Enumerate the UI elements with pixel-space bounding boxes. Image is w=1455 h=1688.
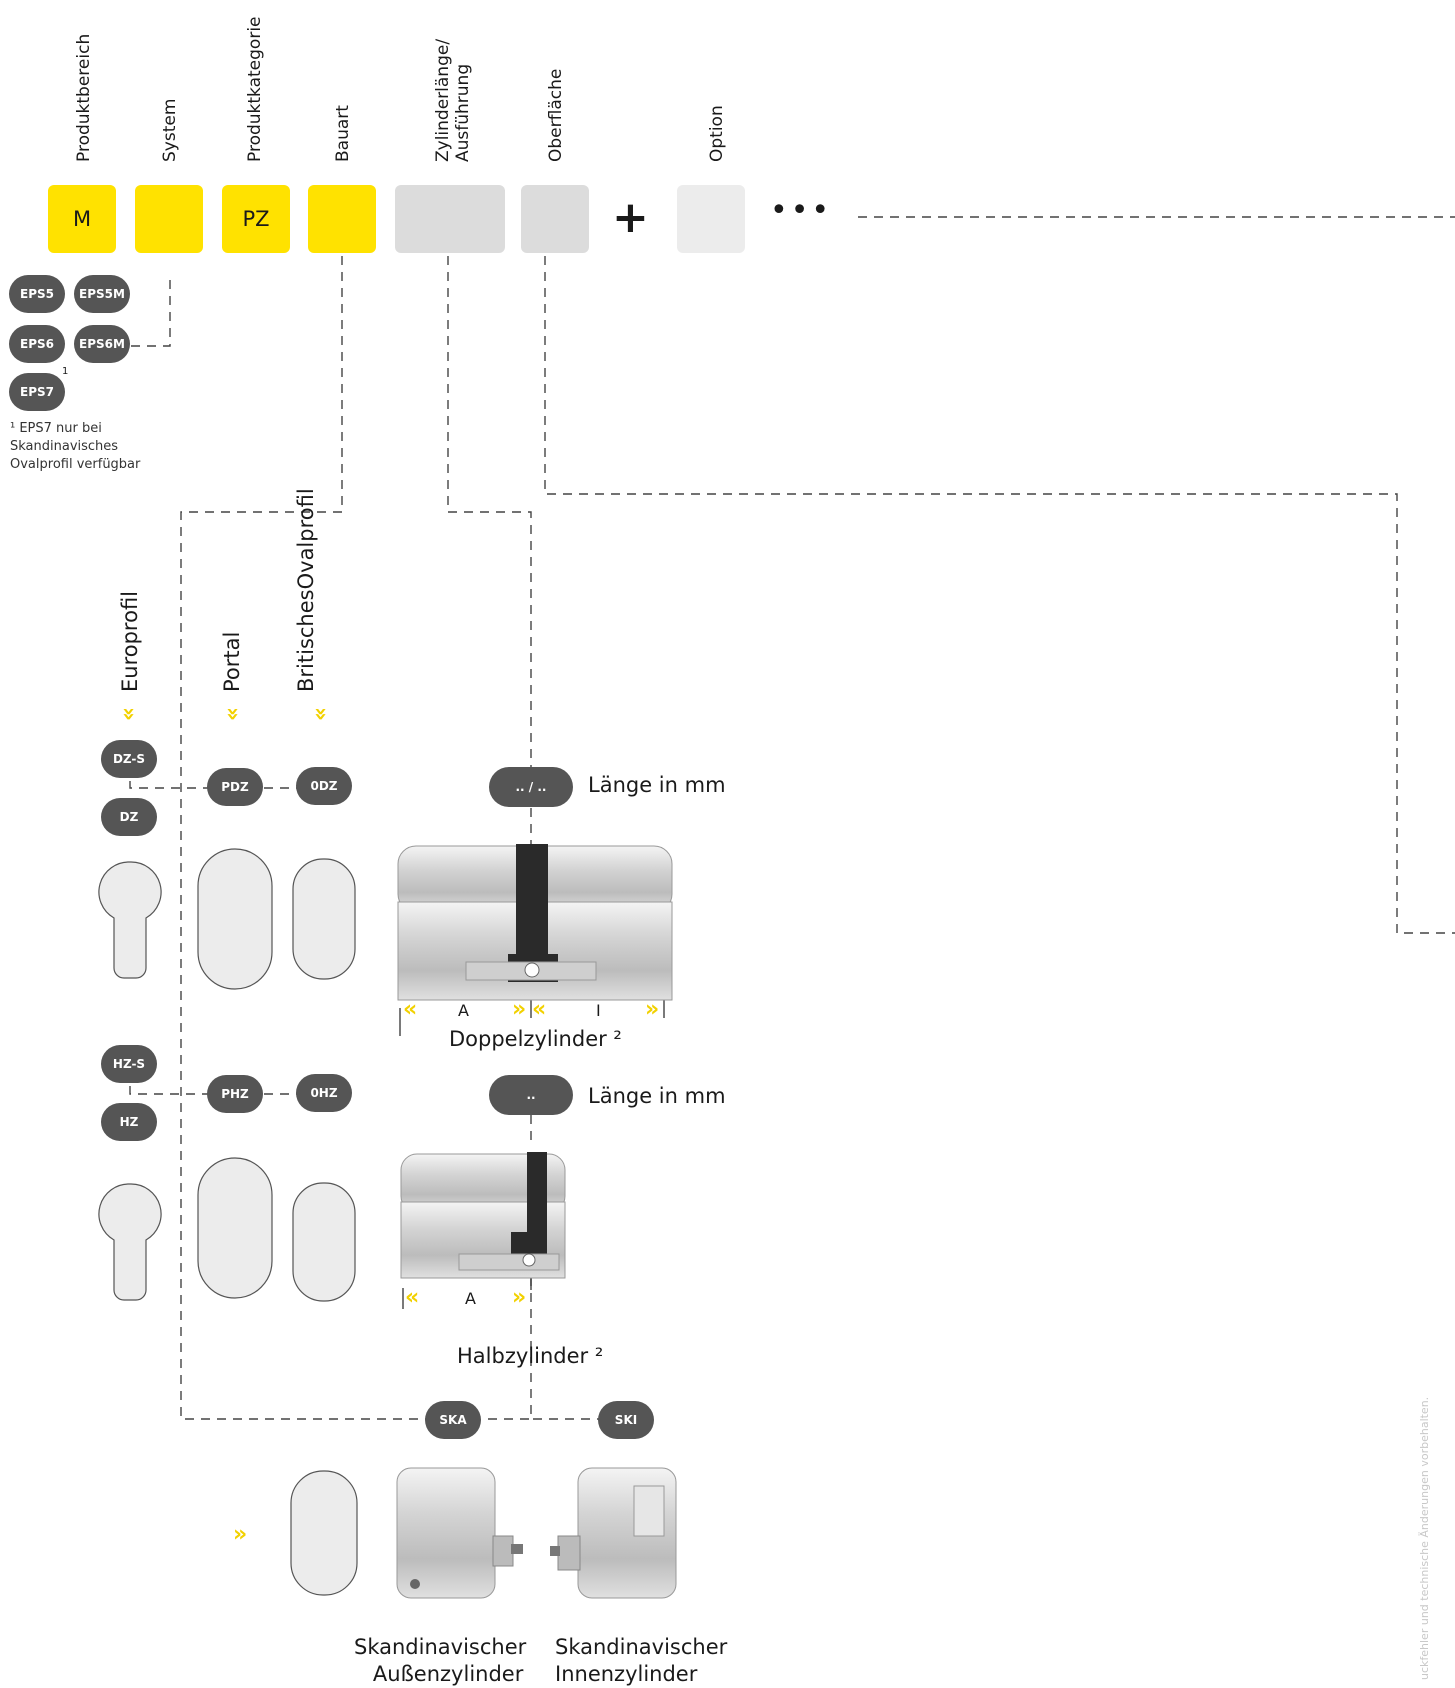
system-pill-eps6m: EPS6M (74, 325, 130, 363)
dim-a-half: A (465, 1289, 476, 1308)
eps7-footnote-mark: 1 (62, 366, 68, 377)
oval-shape (292, 858, 356, 980)
code-box-system (135, 185, 203, 253)
code-pill-hz: HZ (101, 1103, 157, 1141)
code-box-bauart (308, 185, 376, 253)
code-pill-hz-s: HZ-S (101, 1045, 157, 1083)
continuation-dots: ••• (770, 196, 832, 226)
half-cylinder-image (399, 1150, 567, 1280)
europrofil-shape (98, 1182, 162, 1302)
code-box-oberflaeche (521, 185, 589, 253)
code-pill-0dz: 0DZ (296, 767, 352, 805)
header-bauart: Bauart (333, 80, 353, 162)
oval-shape (290, 1470, 358, 1596)
chevron-down-icon: » (222, 707, 242, 721)
system-pill-eps5m: EPS5M (74, 275, 130, 313)
chevron-right-icon: » (645, 1000, 659, 1020)
scandinavian-inner-cylinder-image (548, 1466, 678, 1602)
chevron-left-icon: « (532, 1000, 546, 1020)
code-pill-pdz: PDZ (207, 768, 263, 806)
header-zylinderlaenge: Zylinderlänge/Ausführung (433, 25, 473, 162)
code-box-produktbereich: M (48, 185, 116, 253)
chevron-right-icon: » (233, 1525, 247, 1545)
portal-shape (197, 848, 273, 990)
caption-double: Doppelzylinder ² (449, 1027, 622, 1051)
length-label-double: Länge in mm (588, 773, 726, 797)
chevron-down-icon: » (118, 707, 138, 721)
double-cylinder-image (396, 842, 674, 1012)
code-box-zylinderlaenge (395, 185, 505, 253)
caption-half: Halbzylinder ² (457, 1344, 603, 1368)
code-box-produktkategorie: PZ (222, 185, 290, 253)
chevron-right-icon: » (512, 1288, 526, 1308)
footnote-eps7: ¹ EPS7 nur bei Skandinavisches Ovalprofi… (10, 420, 170, 474)
length-pill-double: .. / .. (489, 767, 573, 807)
oval-shape (292, 1182, 356, 1302)
legal-side-note: uckfehler und technische Änderungen vorb… (1418, 1380, 1431, 1680)
dim-i-double: I (596, 1001, 601, 1020)
code-pill-0hz: 0HZ (296, 1074, 352, 1112)
caption-scandinavian-inner: Skandinavischer Innenzylinder (555, 1634, 727, 1688)
length-pill-half: .. (489, 1075, 573, 1115)
scandinavian-outer-cylinder-image (395, 1466, 525, 1602)
code-pill-dz-s: DZ-S (101, 740, 157, 778)
code-box-option (677, 185, 745, 253)
chevron-left-icon: « (405, 1288, 419, 1308)
system-pill-eps5: EPS5 (9, 275, 65, 313)
code-pill-ska: SKA (425, 1401, 481, 1439)
code-pill-dz: DZ (101, 798, 157, 836)
header-system: System (160, 70, 180, 162)
profile-europrofil: Europrofil (117, 595, 143, 692)
code-pill-phz: PHZ (207, 1075, 263, 1113)
header-produktkategorie: Produktkategorie (245, 5, 265, 162)
system-pill-eps6: EPS6 (9, 325, 65, 363)
europrofil-shape (98, 860, 162, 980)
header-option: Option (707, 80, 727, 162)
chevron-left-icon: « (403, 1000, 417, 1020)
header-oberflaeche: Oberfläche (546, 55, 566, 162)
chevron-down-icon: » (310, 707, 330, 721)
length-label-half: Länge in mm (588, 1084, 726, 1108)
chevron-right-icon: » (512, 1000, 526, 1020)
portal-shape (197, 1157, 273, 1299)
header-produktbereich: Produktbereich (74, 20, 94, 162)
code-pill-ski: SKI (598, 1401, 654, 1439)
system-pill-eps7: EPS7 (9, 373, 65, 411)
profile-britisch: BritischesOvalprofil (293, 597, 319, 692)
caption-scandinavian-outer: Skandinavischer Außenzylinder (354, 1634, 526, 1688)
plus-icon: + (612, 192, 649, 244)
dim-a-double: A (458, 1001, 469, 1020)
profile-portal: Portal (219, 632, 245, 692)
